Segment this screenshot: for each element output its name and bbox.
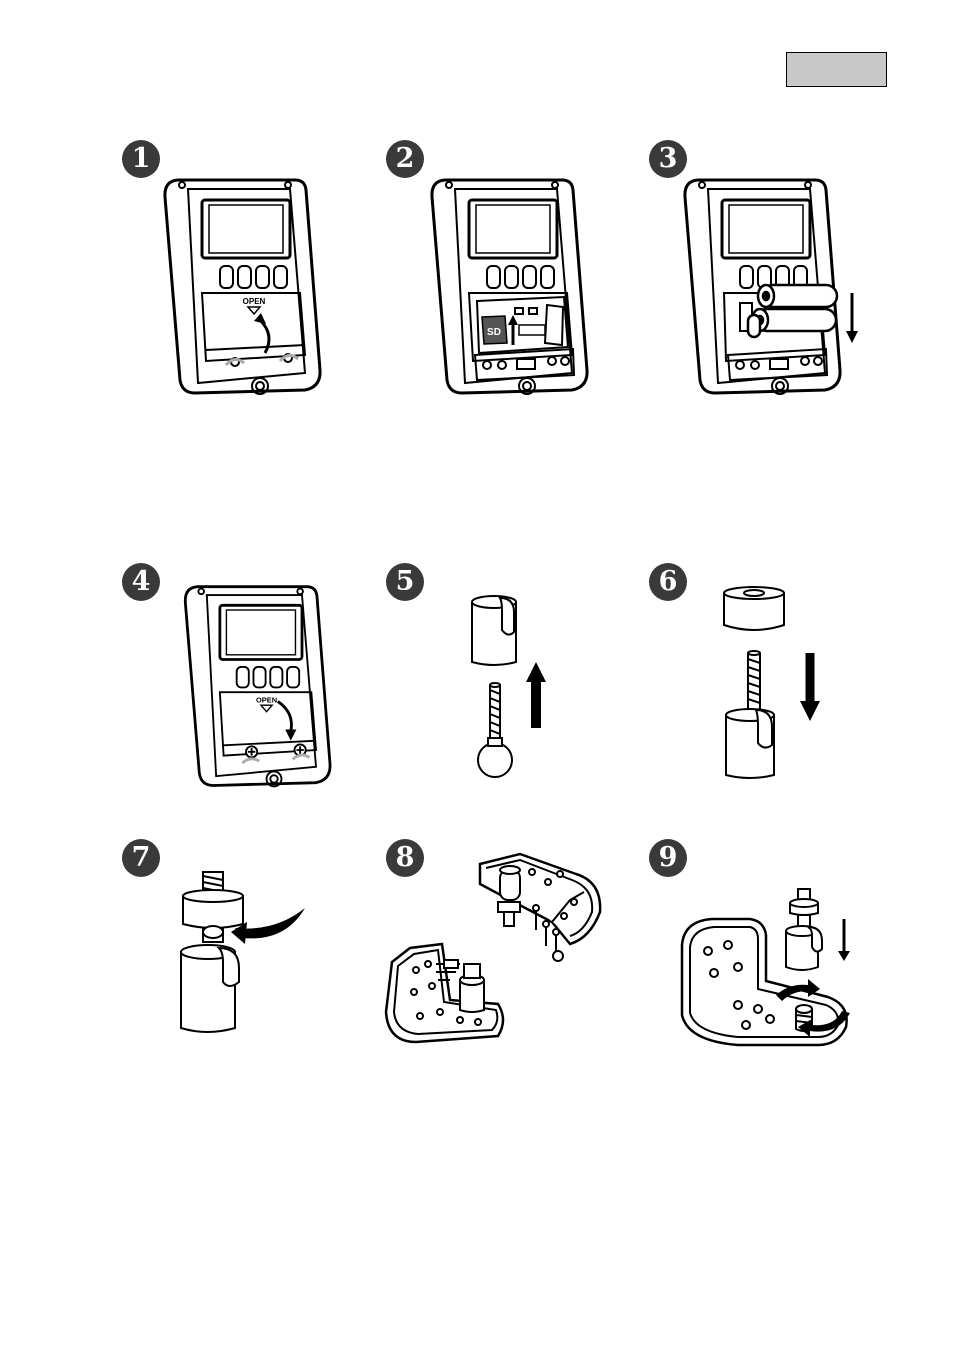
step-9-badge: 9 bbox=[649, 839, 687, 877]
language-tab bbox=[786, 52, 887, 87]
step-5-badge: 5 bbox=[386, 563, 424, 601]
step-6-badge: 6 bbox=[649, 563, 687, 601]
step-7-badge: 7 bbox=[122, 839, 160, 877]
bracket-attach-icon bbox=[678, 885, 858, 1055]
assemble-screw-icon bbox=[720, 585, 830, 785]
wall-bracket-mounting-icon bbox=[380, 852, 610, 1047]
open-battery-cover-icon: OPEN bbox=[160, 175, 330, 400]
tighten-nut-icon bbox=[175, 870, 315, 1040]
open-label: OPEN bbox=[243, 297, 266, 306]
step-2-badge: 2 bbox=[386, 140, 424, 178]
open-label: OPEN bbox=[256, 695, 277, 704]
separate-mount-parts-icon bbox=[468, 590, 558, 780]
sd-card-label: SD bbox=[487, 327, 501, 338]
step-4-badge: 4 bbox=[122, 563, 160, 601]
step-1-badge: 1 bbox=[122, 140, 160, 178]
step-3-badge: 3 bbox=[649, 140, 687, 178]
insert-sd-card-icon: SD bbox=[427, 175, 597, 400]
close-battery-cover-icon: OPEN bbox=[175, 582, 345, 792]
insert-batteries-icon bbox=[680, 175, 870, 400]
